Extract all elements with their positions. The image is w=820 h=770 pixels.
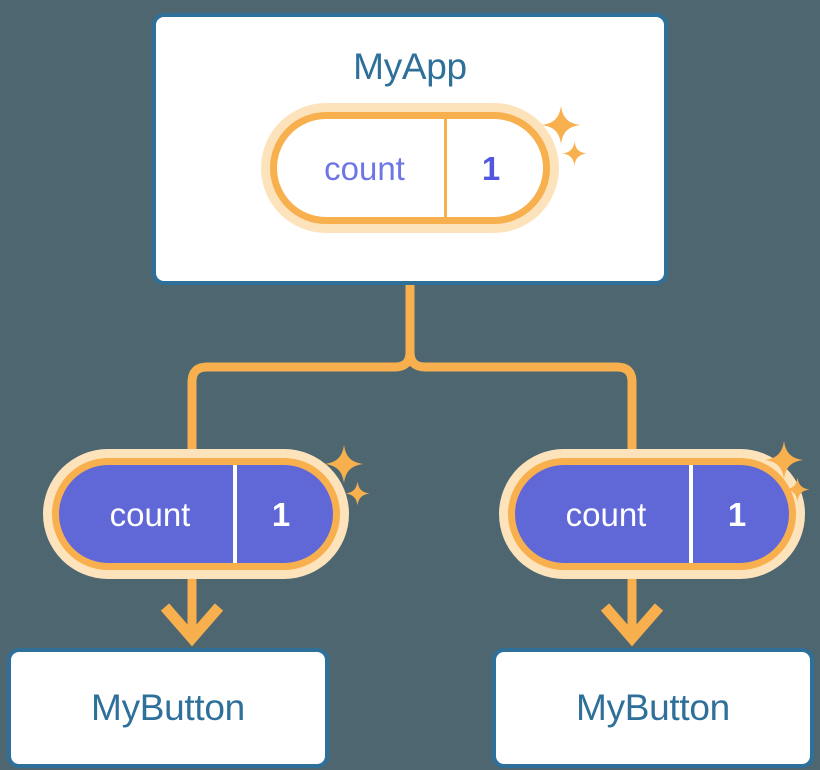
state-pill-child-right-body: count 1 xyxy=(508,458,796,570)
mybutton-component-right[interactable]: MyButton xyxy=(492,648,814,768)
state-pill-parent-key: count xyxy=(277,119,447,217)
state-pill-child-right-value: 1 xyxy=(727,495,747,533)
arrowhead-left xyxy=(160,603,224,647)
arrowhead-right xyxy=(600,603,664,647)
state-pill-child-left[interactable]: count 1 xyxy=(52,458,340,570)
mybutton-component-left[interactable]: MyButton xyxy=(7,648,329,768)
state-pill-parent[interactable]: count 1 xyxy=(270,112,550,224)
mybutton-left-title: MyButton xyxy=(91,687,245,728)
myapp-title: MyApp xyxy=(353,46,467,87)
sparkle-left-large-icon xyxy=(324,444,364,484)
state-pill-child-left-key: count xyxy=(59,465,237,563)
mybutton-right-title: MyButton xyxy=(576,687,730,728)
state-pill-child-right-key: count xyxy=(515,465,693,563)
state-pill-parent-value: 1 xyxy=(481,149,501,187)
state-pill-child-right[interactable]: count 1 xyxy=(508,458,796,570)
state-pill-parent-body: count 1 xyxy=(270,112,550,224)
sparkle-left-small-icon xyxy=(345,481,370,506)
state-pill-child-left-body: count 1 xyxy=(52,458,340,570)
state-pill-child-left-value: 1 xyxy=(271,495,291,533)
